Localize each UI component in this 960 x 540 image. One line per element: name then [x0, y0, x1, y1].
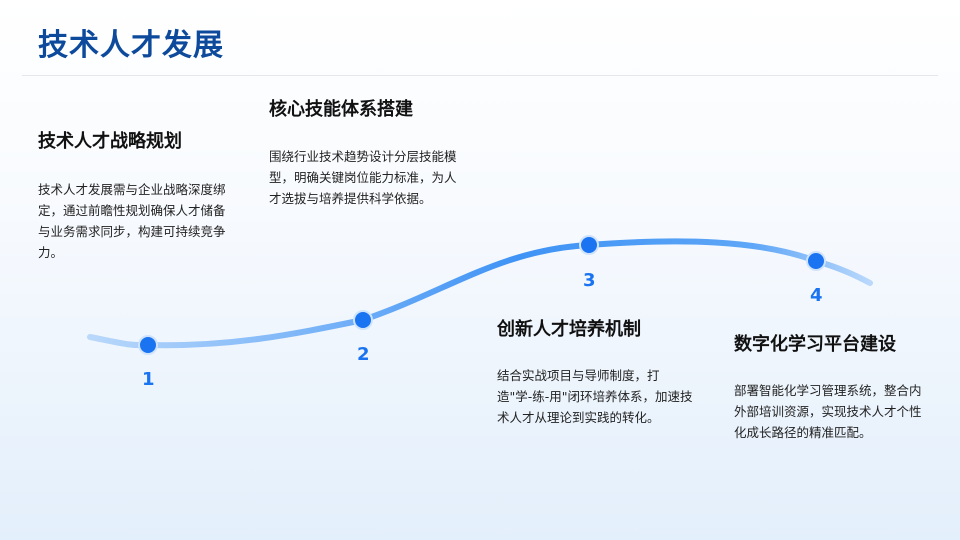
step-number-3: 3	[583, 270, 596, 291]
step-title: 技术人才战略规划	[38, 131, 182, 152]
step-title: 核心技能体系搭建	[269, 99, 413, 120]
timeline-node-4	[806, 251, 826, 271]
step-title: 创新人才培养机制	[497, 319, 641, 340]
step-2: 核心技能体系搭建 围绕行业技术趋势设计分层技能模型，明确关键岗位能力标准，为人才…	[269, 95, 465, 209]
timeline-node-3	[579, 235, 599, 255]
step-4: 数字化学习平台建设 部署智能化学习管理系统，整合内外部培训资源，实现技术人才个性…	[734, 330, 930, 443]
step-number-2: 2	[357, 344, 370, 365]
step-1: 技术人才战略规划 技术人才发展需与企业战略深度绑定，通过前瞻性规划确保人才储备与…	[38, 127, 234, 263]
step-description: 部署智能化学习管理系统，整合内外部培训资源，实现技术人才个性化成长路径的精准匹配…	[734, 383, 922, 440]
step-number-1: 1	[142, 369, 155, 390]
step-description: 结合实战项目与导师制度，打造"学-练-用"闭环培养体系，加速技术人才从理论到实践…	[497, 368, 693, 425]
timeline-path	[87, 238, 873, 349]
timeline-node-2	[353, 310, 373, 330]
step-description: 围绕行业技术趋势设计分层技能模型，明确关键岗位能力标准，为人才选拔与培养提供科学…	[269, 149, 457, 206]
step-title: 数字化学习平台建设	[734, 334, 896, 355]
title-divider	[22, 75, 938, 76]
page-title: 技术人才发展	[38, 28, 224, 63]
step-3: 创新人才培养机制 结合实战项目与导师制度，打造"学-练-用"闭环培养体系，加速技…	[497, 315, 693, 428]
step-description: 技术人才发展需与企业战略深度绑定，通过前瞻性规划确保人才储备与业务需求同步，构建…	[38, 182, 226, 260]
step-number-4: 4	[810, 285, 823, 306]
timeline-node-1	[138, 335, 158, 355]
